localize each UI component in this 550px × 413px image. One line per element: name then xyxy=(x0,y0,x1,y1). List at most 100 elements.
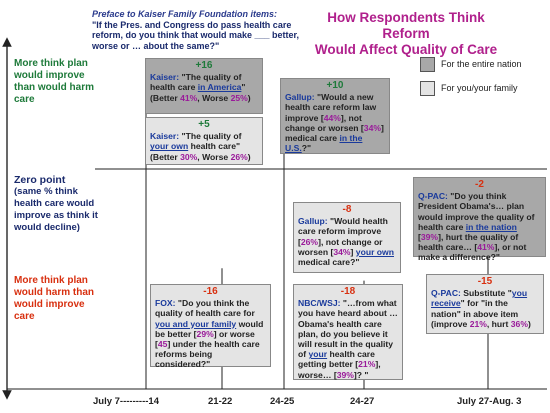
question-emphasis: your own xyxy=(355,246,394,257)
question-text: " for "in the nation" in above item (imp… xyxy=(431,298,519,329)
data-point-fox-family: -16 FOX: "Do you think the quality of he… xyxy=(150,284,271,370)
result-percent: 34% xyxy=(333,246,351,257)
data-point-gallup-nation: +10 Gallup: "Would a new health care ref… xyxy=(280,78,390,154)
point-score: -15 xyxy=(477,276,493,287)
question-text: would be better [ xyxy=(155,318,264,339)
poll-source: Kaiser: xyxy=(150,72,180,83)
result-percent: 26% xyxy=(230,151,248,162)
question-text: health care xyxy=(150,82,198,93)
data-point-kaiser-family: +5 Kaiser: "The quality of your own heal… xyxy=(145,117,263,165)
legend-item-family: For you/your family xyxy=(420,81,550,97)
poll-source: NBC/WSJ: xyxy=(298,298,341,309)
legend-label-nation: For the entire nation xyxy=(441,59,522,69)
question-text: ?" xyxy=(301,143,312,154)
result-percent: 26% xyxy=(300,236,319,247)
result-text: ) xyxy=(247,151,251,162)
result-percent: 41% xyxy=(477,242,495,253)
question-emphasis: in the U.S. xyxy=(285,133,363,154)
question-text: , hurt xyxy=(486,318,511,329)
question-emphasis: in the nation xyxy=(465,221,517,232)
question-text: ], worse… [ xyxy=(298,359,381,380)
result-text: (Better xyxy=(150,151,181,162)
poll-source: Q-PAC: xyxy=(431,288,461,299)
point-score: -8 xyxy=(342,204,352,215)
question-text: ], not change or worsen [ xyxy=(285,112,364,133)
result-percent: 36% xyxy=(510,318,528,329)
result-percent: 41% xyxy=(180,92,198,103)
question-text: ]? " xyxy=(353,369,369,380)
point-score: -16 xyxy=(203,286,218,297)
result-percent: 21% xyxy=(469,318,487,329)
data-point-qpac-nation: -2 Q-PAC: "Do you think President Obama'… xyxy=(413,177,546,262)
chart-title: How Respondents Think Reform Would Affec… xyxy=(306,10,506,58)
question-text: ], not change or worsen [ xyxy=(298,236,383,257)
side-label-improve: More think plan would improve than would… xyxy=(14,58,94,105)
legend-swatch-nation xyxy=(420,57,435,72)
x-tick-label: July 7---------14 xyxy=(93,396,159,407)
preface-note: Preface to Kaiser Family Foundation item… xyxy=(92,9,307,51)
x-tick-label: 21-22 xyxy=(208,396,233,407)
poll-source: FOX: xyxy=(155,298,176,309)
preface-text: "If the Pres. and Congress do pass healt… xyxy=(92,19,300,51)
question-emphasis: you receive xyxy=(431,288,528,309)
chart-title-line-1: How Respondents Think Reform xyxy=(327,10,485,41)
result-percent: 44% xyxy=(323,112,341,123)
question-emphasis: your own xyxy=(150,141,189,152)
question-text: Substitute " xyxy=(460,288,512,299)
poll-source: Gallup: xyxy=(285,92,315,103)
point-score: +5 xyxy=(198,119,210,130)
question-text: ], or not make a difference?" xyxy=(418,242,527,263)
poll-source: Kaiser: xyxy=(150,131,180,142)
zero-point-subtitle: (same % think health care would improve … xyxy=(14,186,98,233)
result-percent: 39% xyxy=(420,232,439,243)
question-text: ] medical care xyxy=(285,122,384,144)
question-text: "The quality of xyxy=(181,131,242,142)
question-text: "…from what you have heard about …Obama'… xyxy=(298,298,398,360)
question-text: ] under the health care reforms being co… xyxy=(155,339,260,370)
question-text: "Would a new health care reform law impr… xyxy=(285,92,377,123)
zero-point-title: Zero point xyxy=(14,174,66,186)
data-point-gallup-family: -8 Gallup: "Would health care reform imp… xyxy=(293,202,401,273)
poll-source: Q-PAC: xyxy=(418,191,448,202)
x-tick-label: 24-27 xyxy=(350,396,375,407)
point-score: +16 xyxy=(195,60,213,71)
point-score: -18 xyxy=(340,286,356,297)
legend-swatch-family xyxy=(420,81,435,96)
question-text: ] or worse [ xyxy=(155,328,255,350)
question-text: ], hurt the quality of health care… [ xyxy=(418,232,519,253)
chart-axes xyxy=(2,37,547,400)
question-emphasis: in America xyxy=(197,82,242,93)
result-text: , Worse xyxy=(197,92,231,103)
result-text: (Better xyxy=(150,92,181,103)
result-percent: 25% xyxy=(230,92,248,103)
result-percent: 34% xyxy=(363,122,381,133)
poll-source: Gallup: xyxy=(298,216,328,227)
data-point-kaiser-nation: +16 Kaiser: "The quality of health care … xyxy=(145,58,263,114)
question-text: " xyxy=(241,82,246,93)
question-emphasis: your xyxy=(308,349,328,360)
result-percent: 45 xyxy=(157,339,168,350)
question-text: medical care?" xyxy=(298,257,360,268)
question-text: [ xyxy=(418,232,421,243)
result-percent: 30% xyxy=(180,151,198,162)
result-percent: 21% xyxy=(358,359,376,370)
result-text: , Worse xyxy=(197,151,231,162)
side-label-harm: More think plan would harm than would im… xyxy=(14,275,94,322)
point-score: -2 xyxy=(475,179,484,190)
question-text: ) xyxy=(527,318,531,329)
question-text: "Do you think President Obama's… plan wo… xyxy=(418,191,535,232)
x-tick-label: July 27-Aug. 3 xyxy=(457,396,522,407)
point-score: +10 xyxy=(326,80,344,91)
question-text: "The quality of xyxy=(181,72,242,83)
preface-title: Preface to Kaiser Family Foundation item… xyxy=(92,9,278,19)
question-emphasis: you and your family xyxy=(155,318,237,329)
question-text: ] xyxy=(350,246,356,257)
question-text: "Would health care reform improve [ xyxy=(298,216,388,247)
side-label-zero: Zero point (same % think health care wou… xyxy=(14,174,100,234)
result-percent: 39% xyxy=(336,369,354,380)
data-point-qpac-family: -15 Q-PAC: Substitute "you receive" for … xyxy=(426,274,544,334)
question-text: health care" xyxy=(188,141,241,152)
question-text: "Do you think the quality of health care… xyxy=(155,298,255,319)
result-text: ) xyxy=(247,92,251,103)
data-point-nbcwsj-family: -18 NBC/WSJ: "…from what you have heard … xyxy=(293,284,403,380)
